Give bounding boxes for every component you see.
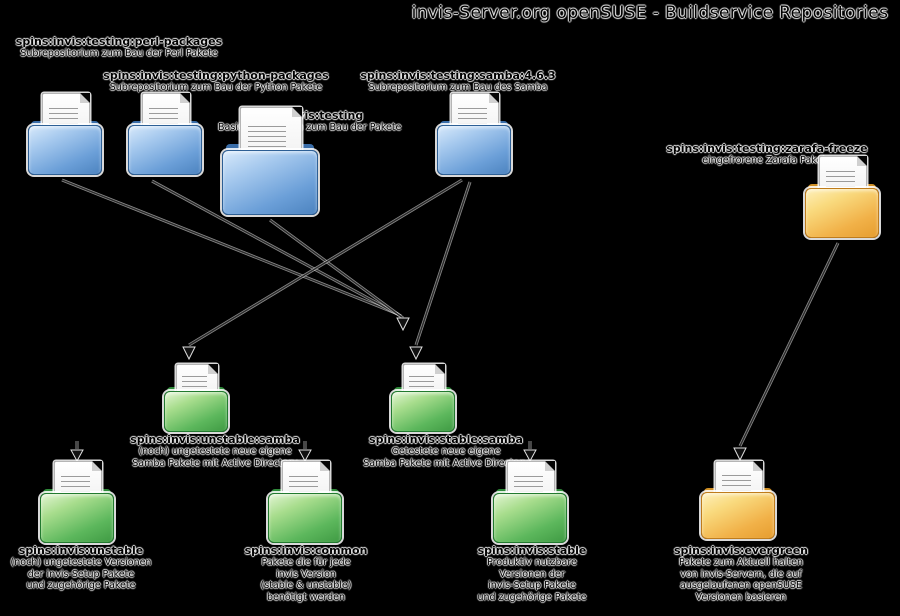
page-fold-icon (856, 156, 867, 166)
folder-icon-testing-python-packages (128, 93, 202, 175)
repo-desc-line: ausgelaufenen openSUSE (680, 580, 802, 591)
repo-name: spins:invis:testing:zarafa-freeze (666, 142, 868, 155)
repo-name: spins:invis:testing:samba:4.6.3 (360, 69, 556, 82)
repo-desc-line: eingefrorene Zarafa Pakete (702, 155, 832, 166)
folder-icon-stable-samba (391, 364, 455, 432)
folder-icon-testing-samba (437, 93, 511, 175)
repo-desc-line: Subrepositorium zum Bau des Samba (368, 82, 548, 93)
arrow-samba-to-unstable-samba (182, 178, 463, 361)
arrow-head (396, 317, 410, 332)
diagram-title: invis-Server.org openSUSE - Buildservice… (411, 3, 889, 23)
repo-desc-line: Subrepositorium zum Bau der Python Paket… (109, 82, 323, 93)
repo-label-testing-python-packages: spins:invis:testing:python-packages Subr… (96, 69, 336, 94)
repo-desc-line: Getestete neue eigene (391, 446, 501, 457)
repo-desc-line: Versionen basieren (695, 591, 787, 603)
page-fold-icon (91, 461, 102, 471)
repo-label-stable: spins:invis:stable Produktiv nutzbare Ve… (448, 544, 616, 603)
repo-label-common: spins:invis:common Pakete die für jede i… (220, 544, 392, 603)
page-fold-icon (79, 93, 90, 103)
repo-name: spins:invis:unstable (18, 544, 144, 557)
repo-desc-line: (stable & unstable) (260, 580, 352, 591)
repo-desc-line: Subrepositorium zum Bau der Perl Pakete (20, 48, 218, 59)
repo-label-evergreen: spins:invis:evergreen Pakete zum Aktuell… (650, 544, 832, 603)
page-fold-icon (179, 93, 190, 103)
arrow-python-to-samba-build (151, 179, 402, 318)
repo-desc-line: Samba Pakete mit Active Directory (363, 457, 529, 469)
repo-desc-line: Pakete die für jede (261, 557, 351, 568)
page-fold-icon (544, 461, 555, 471)
repo-desc-line: und zugehörige Pakete (26, 580, 136, 591)
arrow-samba-to-stable-samba (409, 181, 472, 361)
repo-desc-line: Basisrepositorium zum Bau der Pakete (218, 122, 402, 133)
repo-name: spins:invis:testing:perl-packages (15, 35, 223, 48)
repo-label-unstable-samba: spins:invis:unstable:samba (noch) ungete… (103, 433, 327, 469)
arrow-head (298, 449, 312, 463)
arrow-head (523, 449, 537, 463)
folder-icon-unstable (40, 461, 114, 543)
repo-label-unstable: spins:invis:unstable (noch) ungetestete … (0, 544, 162, 592)
repo-name: spins:invis:evergreen (673, 544, 809, 557)
repo-desc-line: (noch) ungetestete Versionen (10, 557, 152, 568)
repo-label-stable-samba: spins:invis:stable:samba Getestete neue … (335, 433, 557, 469)
folder-icon-evergreen (701, 461, 775, 539)
repo-desc-line: und zugehörige Pakete (477, 591, 587, 603)
folder-front (164, 390, 228, 432)
folder-icon-common (268, 461, 342, 543)
folder-icon-stable (493, 461, 567, 543)
repo-label-testing-perl-packages: spins:invis:testing:perl-packages Subrep… (2, 35, 236, 60)
repo-name: spins:invis:common (244, 544, 368, 557)
folder-front (805, 188, 879, 238)
folder-icon-testing (222, 107, 318, 215)
arrow-head (409, 346, 423, 361)
arrow-zarafa-to-evergreen (733, 242, 840, 462)
repo-desc-line: der invis-Setup Pakete (27, 568, 135, 580)
repo-desc-line: invis Version (276, 568, 336, 580)
arrow-testing-to-samba-build (269, 218, 410, 332)
repo-desc-line: Pakete zum Aktuell halten (679, 557, 803, 568)
repo-name: spins:invis:stable (477, 544, 587, 557)
folder-icon-testing-zarafa-freeze (805, 156, 879, 238)
page-fold-icon (434, 364, 445, 374)
folder-front (437, 125, 511, 175)
repo-desc-line: benötigt werden (266, 591, 346, 603)
folder-icon-testing-perl-packages (28, 93, 102, 175)
arrow-perl-to-samba-build (61, 178, 399, 316)
folder-icon-unstable-samba (164, 364, 228, 432)
arrow-into-common (298, 441, 312, 463)
repo-name: spins:invis:stable:samba (369, 433, 523, 446)
repo-label-testing-samba: spins:invis:testing:samba:4.6.3 Subrepos… (360, 69, 556, 94)
folder-front (222, 150, 318, 215)
page-fold-icon (752, 461, 763, 471)
arrow-head (70, 449, 84, 463)
arrow-head (733, 447, 747, 462)
arrow-into-stable (523, 441, 537, 463)
arrow-head (182, 346, 196, 361)
folder-front (701, 491, 775, 539)
repo-desc-line: (noch) ungetestete neue eigene (138, 446, 292, 457)
repo-desc-line: Versionen der (499, 568, 565, 580)
folder-front (268, 493, 342, 543)
folder-front (128, 125, 202, 175)
page-fold-icon (291, 107, 302, 117)
repo-name: spins:invis:testing:python-packages (103, 69, 329, 82)
folder-front (391, 390, 455, 432)
page-fold-icon (207, 364, 218, 374)
repo-desc-line: invis-Setup Pakete (488, 580, 576, 591)
folder-front (28, 125, 102, 175)
page-fold-icon (488, 93, 499, 103)
repo-desc-line: von invis-Servern, die auf (680, 568, 802, 580)
folder-front (40, 493, 114, 543)
folder-front (493, 493, 567, 543)
repo-name: spins:invis:unstable:samba (130, 433, 300, 446)
repo-desc-line: Produktiv nutzbare (487, 557, 577, 568)
repo-label-testing-zarafa-freeze: spins:invis:testing:zarafa-freeze eingef… (654, 142, 880, 167)
repo-desc-line: Samba Pakete mit Active Directory (132, 457, 298, 469)
arrow-into-unstable (70, 441, 84, 463)
page-fold-icon (319, 461, 330, 471)
